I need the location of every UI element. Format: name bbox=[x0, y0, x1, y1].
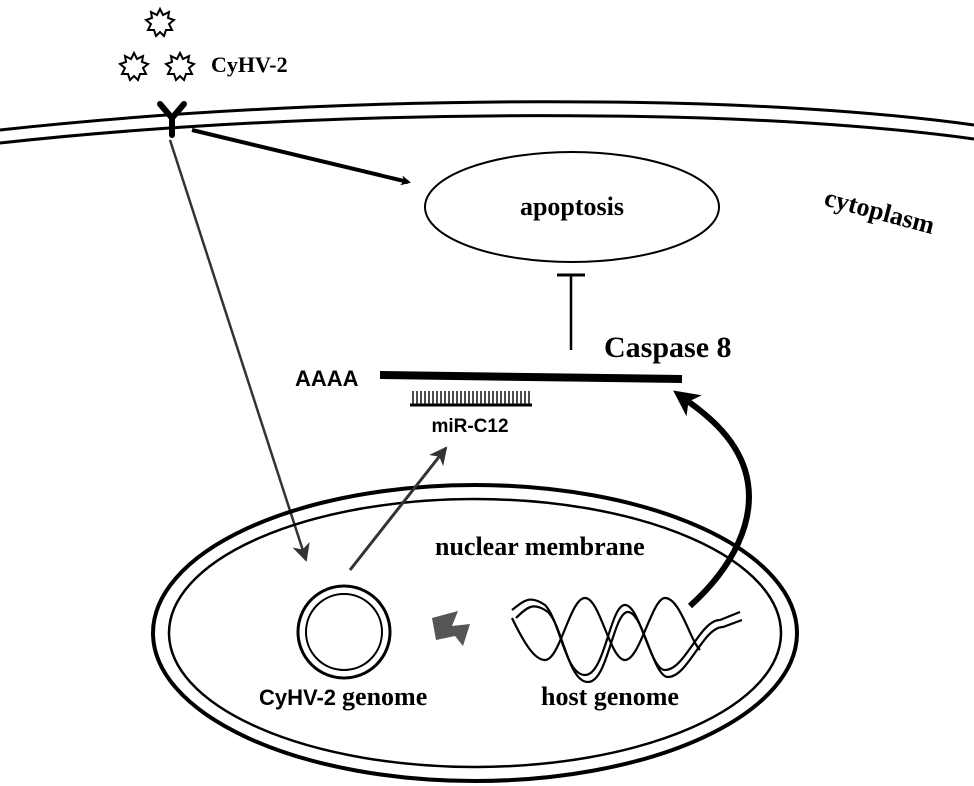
inhibition-symbol bbox=[557, 273, 585, 350]
receptor-to-apoptosis-arrow bbox=[191, 128, 411, 186]
viral-genome-label-prefix: CyHV-2 bbox=[259, 685, 336, 710]
cytoplasm-label: cytoplasm bbox=[821, 183, 938, 240]
virus-particle-top bbox=[143, 6, 177, 38]
mirna-duplex bbox=[410, 391, 532, 407]
caspase-label: Caspase 8 bbox=[604, 331, 732, 364]
virus-particle-right bbox=[163, 50, 197, 82]
viral-genome-label-suffix: genome bbox=[342, 682, 427, 711]
polya-tail-label: AAAA bbox=[295, 366, 359, 391]
apoptosis-label: apoptosis bbox=[520, 192, 624, 221]
apoptosis-ellipse bbox=[424, 151, 720, 263]
caspase-mrna bbox=[379, 371, 683, 383]
nuclear-envelope bbox=[151, 483, 799, 783]
genome-to-mirna-arrow bbox=[348, 446, 448, 571]
host-genome-icon bbox=[511, 596, 743, 684]
virus-label: CyHV-2 bbox=[211, 52, 288, 77]
receptor-to-genome-arrow bbox=[168, 139, 310, 562]
host-to-caspase-arrow bbox=[673, 390, 752, 609]
virus-particles bbox=[117, 6, 197, 82]
mirna-label: miR-C12 bbox=[431, 416, 508, 437]
nuclear-membrane-label: nuclear membrane bbox=[435, 532, 645, 561]
cell-membrane bbox=[0, 100, 974, 145]
lightning-icon bbox=[432, 611, 470, 646]
virus-particle-left bbox=[117, 50, 151, 82]
viral-genome-icon bbox=[296, 584, 392, 680]
receptor-icon bbox=[157, 101, 187, 138]
host-genome-label: host genome bbox=[541, 682, 679, 711]
